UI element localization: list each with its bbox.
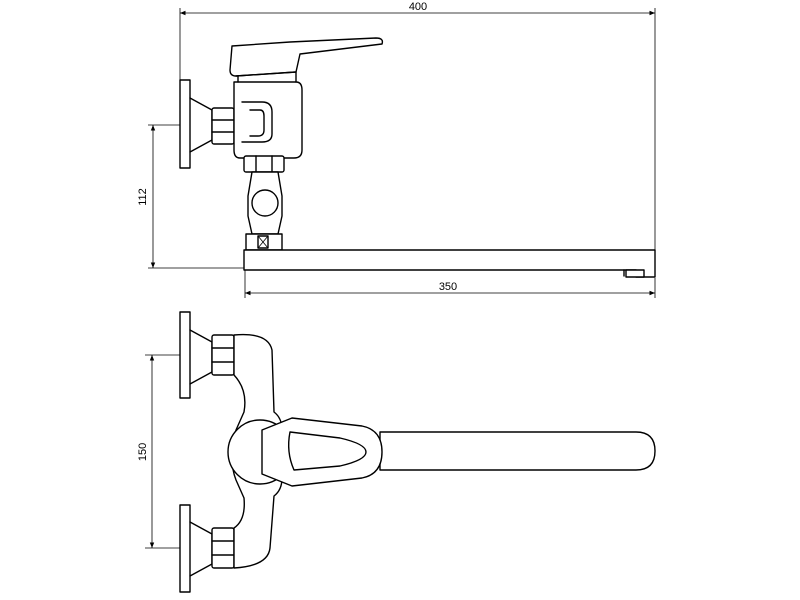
dimension-label-112: 112 [137, 188, 149, 206]
spout-top [379, 431, 656, 471]
swivel-neck-side [245, 171, 283, 251]
upper-wall-flange-top [179, 311, 213, 399]
lever-handle-side [229, 37, 384, 83]
dimension-label-150: 150 [137, 443, 149, 461]
dimension-112: 112 [137, 124, 245, 269]
dimension-150: 150 [137, 354, 215, 549]
lever-handle-top [261, 417, 383, 487]
upper-hex-nut-top [211, 334, 235, 376]
dimension-350: 350 [244, 268, 656, 298]
spout-side [243, 249, 656, 278]
dimension-label-350: 350 [439, 281, 457, 293]
body-nut-side [243, 155, 285, 173]
mixer-body-side [233, 81, 303, 159]
lower-wall-flange-top [179, 504, 213, 593]
wall-flange-side [179, 79, 213, 169]
dimension-label-400: 400 [409, 1, 427, 13]
side-view: 400 112 350 [137, 1, 656, 298]
dimension-400: 400 [179, 1, 656, 250]
top-view: 150 [137, 311, 656, 593]
hex-nut-side [211, 107, 235, 145]
lower-hex-nut-top [211, 527, 235, 569]
